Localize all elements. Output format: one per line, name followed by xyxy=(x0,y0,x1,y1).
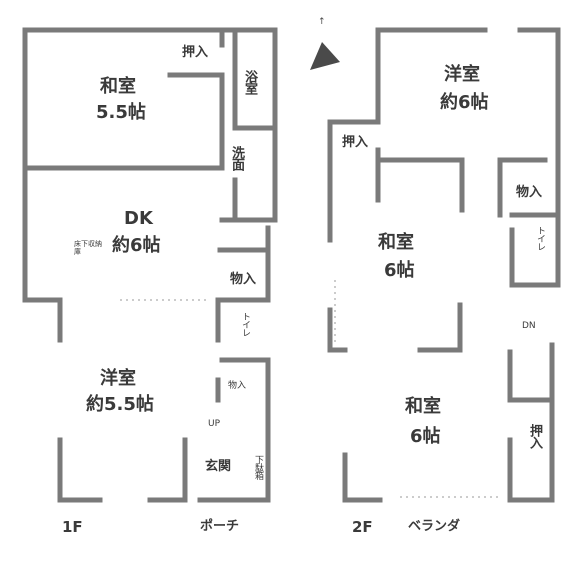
f2-caption: 2F xyxy=(352,518,373,536)
f1-caption: 1F xyxy=(62,518,83,536)
floor2-walls xyxy=(327,27,561,503)
f1-bath-label: 浴室 xyxy=(242,70,257,94)
f1-dk-name: DK xyxy=(124,208,153,229)
svg-text:↑: ↑ xyxy=(318,17,326,27)
f2-veranda-label: ベランダ xyxy=(408,519,461,534)
f1-youshitsu-name: 洋室 xyxy=(100,368,136,389)
f1-storage-small: 物入 xyxy=(228,381,247,391)
f2-stairs-down: DN xyxy=(522,321,536,331)
f2-washitsu-b-name: 和室 xyxy=(405,396,441,417)
north-arrow-icon: ↑ xyxy=(310,17,340,70)
f2-oshiire-upper: 押入 xyxy=(342,135,369,150)
floor1-walls xyxy=(22,27,278,503)
f1-youshitsu-size: 約5.5帖 xyxy=(86,394,154,415)
f1-washitsu-name: 和室 xyxy=(100,76,136,97)
f1-dk-size: 約6帖 xyxy=(112,235,161,256)
f1-oshiire-label: 押入 xyxy=(182,45,209,60)
f1-storage-label: 物入 xyxy=(230,272,257,287)
f2-oshiire-lower: 押入 xyxy=(527,424,542,448)
f1-toilet-label: トイレ xyxy=(240,312,250,336)
f1-porch-label: ポーチ xyxy=(200,519,240,534)
f2-washitsu-b-size: 6帖 xyxy=(410,426,441,447)
f1-washroom-label: 洗面 xyxy=(229,146,244,170)
f1-dk-storage: 床下収納庫 xyxy=(74,240,102,257)
f2-washitsu-a-name: 和室 xyxy=(378,232,414,253)
f1-entrance-label: 玄関 xyxy=(205,459,232,474)
f1-washitsu-size: 5.5帖 xyxy=(96,102,146,123)
f2-youshitsu-name: 洋室 xyxy=(444,64,480,85)
f2-toilet-label: トイレ xyxy=(535,226,545,250)
f1-stairs-up: UP xyxy=(208,419,221,429)
f2-washitsu-a-size: 6帖 xyxy=(384,260,415,281)
f2-youshitsu-size: 約6帖 xyxy=(440,92,489,113)
f1-shoebox-label: 下駄箱 xyxy=(253,455,263,479)
f2-storage-label: 物入 xyxy=(516,185,543,200)
